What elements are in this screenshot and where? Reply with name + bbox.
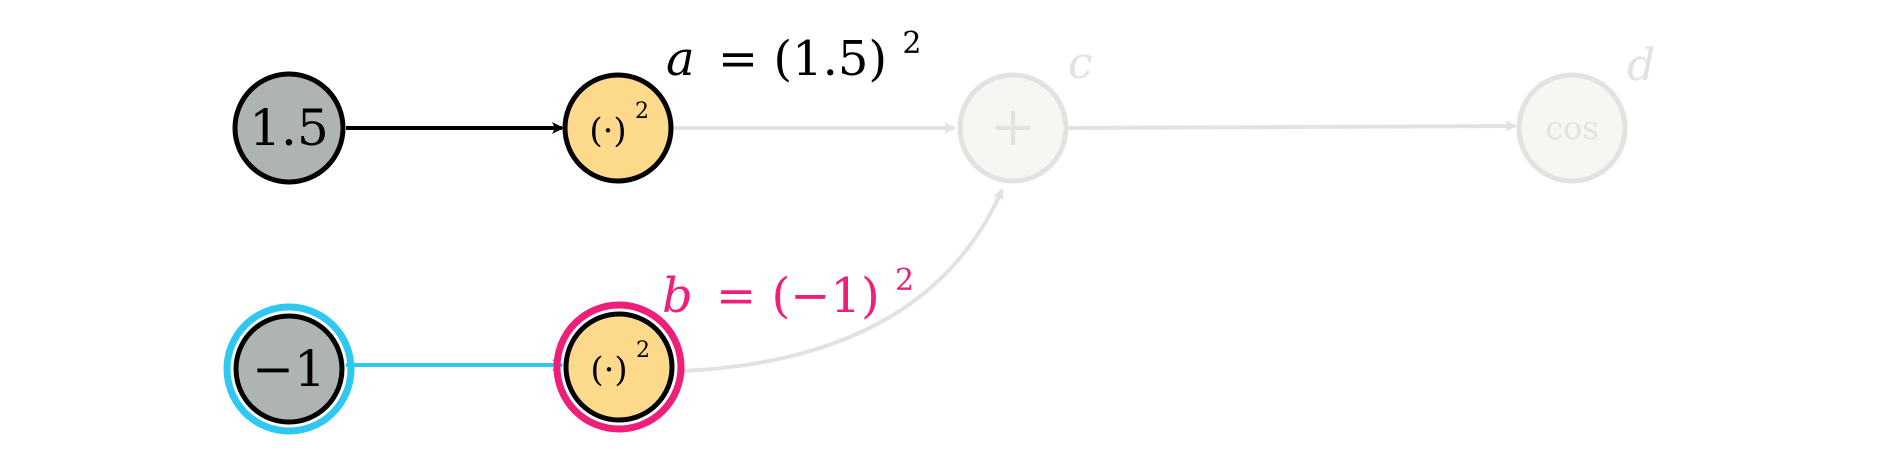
- edge-add-to-cos: [1066, 120, 1517, 133]
- input-node-1-5: 1.5: [232, 71, 346, 185]
- annotation-c: c: [1068, 38, 1093, 89]
- input-node-neg-1: −1: [223, 303, 355, 435]
- square-node-b-exponent: 2: [636, 338, 650, 363]
- annotation-b-expr: = (−1): [716, 268, 880, 324]
- annotation-a-exp: 2: [902, 26, 921, 61]
- add-node: +: [957, 72, 1069, 184]
- edge-square-b-to-add: [682, 188, 1004, 373]
- pink-highlight-ring: [553, 301, 685, 433]
- square-node-a-exponent: 2: [635, 99, 649, 124]
- edges: [346, 120, 1517, 373]
- square-node-a: (·) 2: [562, 72, 674, 184]
- annotation-d: d: [1627, 40, 1655, 91]
- input-node-neg-1-label: −1: [252, 340, 326, 398]
- square-node-b-label: (·): [590, 350, 627, 390]
- annotation-a: a = (1.5) 2: [666, 26, 922, 87]
- square-node-a-label: (·): [589, 111, 626, 151]
- annotation-a-expr: = (1.5): [718, 31, 887, 87]
- cyan-highlight-ring: [223, 303, 355, 435]
- square-node-b: (·) 2: [553, 301, 685, 433]
- annotation-b-var: b: [662, 268, 693, 324]
- cos-node: cos: [1516, 72, 1628, 184]
- add-node-label: +: [990, 95, 1035, 158]
- cos-node-label: cos: [1545, 109, 1599, 147]
- annotation-b: b = (−1) 2: [662, 263, 914, 324]
- input-node-1-5-label: 1.5: [249, 99, 329, 157]
- annotation-a-var: a: [666, 31, 695, 87]
- annotation-b-exp: 2: [895, 263, 914, 298]
